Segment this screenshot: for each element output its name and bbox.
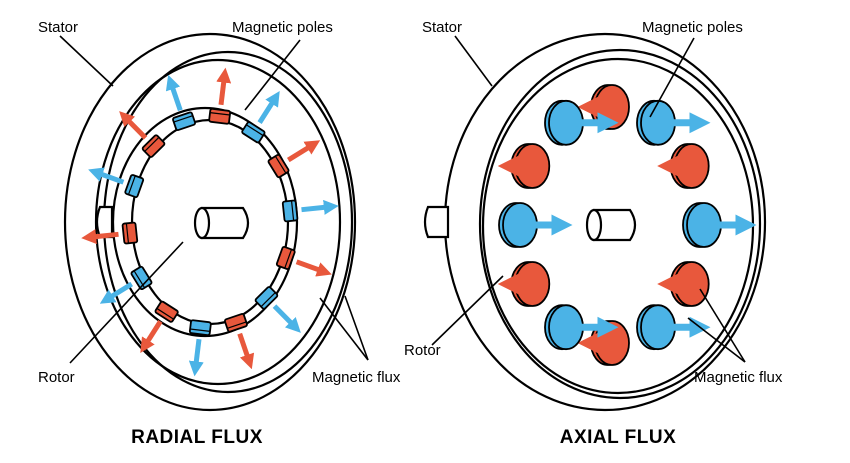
radial-flux-arrow: [188, 338, 204, 377]
axial-rotor-leader: [431, 275, 504, 346]
radial-poles-leader: [244, 39, 301, 111]
radial-flux-label: Magnetic flux: [312, 369, 401, 386]
radial-flux-arrow: [119, 111, 148, 140]
radial-magnet: [241, 121, 266, 144]
axial-stator-leader: [454, 35, 493, 87]
radial-flux-arrow: [165, 74, 183, 112]
axial-poles-leader: [649, 37, 695, 118]
axial-flux-diagram: Stator Magnetic poles Rotor Magnetic flu…: [404, 19, 783, 448]
radial-flux-arrow: [286, 140, 321, 163]
radial-magnet: [281, 199, 299, 223]
radial-flux-arrow: [140, 320, 163, 354]
axial-magnet: [636, 304, 711, 351]
radial-magnet: [224, 313, 248, 333]
radial-flux-arrow: [216, 67, 232, 106]
axial-flux-leader-a: [699, 288, 746, 363]
axial-title: AXIAL FLUX: [560, 427, 677, 448]
radial-magnet: [121, 221, 139, 245]
radial-poles-label: Magnetic poles: [232, 19, 333, 36]
radial-shaft-back: [95, 205, 114, 239]
axial-magnet: [657, 143, 710, 189]
radial-magnet: [172, 111, 196, 131]
axial-magnet: [498, 202, 573, 248]
radial-flux-arrow: [99, 281, 134, 304]
radial-flux-arrow: [237, 332, 255, 370]
axial-magnet: [636, 99, 711, 146]
radial-magnet: [154, 300, 179, 323]
axial-magnet: [544, 99, 619, 146]
radial-magnet: [275, 246, 296, 270]
radial-flux-arrow: [295, 259, 332, 277]
radial-flux-arrow: [301, 199, 339, 215]
axial-magnet: [657, 261, 710, 307]
radial-flux-arrow: [257, 90, 280, 124]
radial-magnet: [208, 107, 232, 125]
axial-poles-label: Magnetic poles: [642, 19, 743, 36]
radial-magnet: [267, 153, 290, 179]
radial-flux-arrows: [81, 67, 339, 377]
axial-magnets: [497, 84, 757, 366]
radial-title: RADIAL FLUX: [131, 427, 263, 448]
axial-rotor-label: Rotor: [404, 342, 441, 359]
axial-magnet: [497, 143, 551, 189]
radial-rotor-leader: [69, 241, 184, 364]
radial-flux-leader-b: [344, 295, 369, 361]
radial-stator-leader: [59, 35, 114, 87]
axial-magnet: [544, 304, 619, 351]
radial-flux-diagram: Stator Magnetic poles Rotor Magnetic flu…: [38, 19, 401, 448]
radial-magnet: [188, 319, 212, 337]
radial-magnet: [254, 286, 279, 310]
radial-flux-leader-a: [319, 297, 369, 361]
axial-magnet: [682, 202, 757, 248]
radial-flux-arrow: [81, 229, 119, 245]
radial-flux-arrow: [272, 304, 301, 333]
axial-shaft-back: [423, 205, 450, 239]
radial-stator-label: Stator: [38, 19, 78, 36]
axial-magnet: [497, 261, 551, 307]
radial-magnet: [124, 174, 145, 198]
axial-shaft: [585, 208, 637, 242]
radial-rotor-label: Rotor: [38, 369, 75, 386]
radial-magnets: [121, 107, 299, 337]
axial-flux-leader-b: [687, 317, 746, 363]
radial-flux-arrow: [88, 167, 125, 185]
radial-shaft: [193, 206, 250, 240]
axial-flux-label: Magnetic flux: [694, 369, 783, 386]
axial-stator-label: Stator: [422, 19, 462, 36]
radial-magnet: [141, 134, 166, 158]
